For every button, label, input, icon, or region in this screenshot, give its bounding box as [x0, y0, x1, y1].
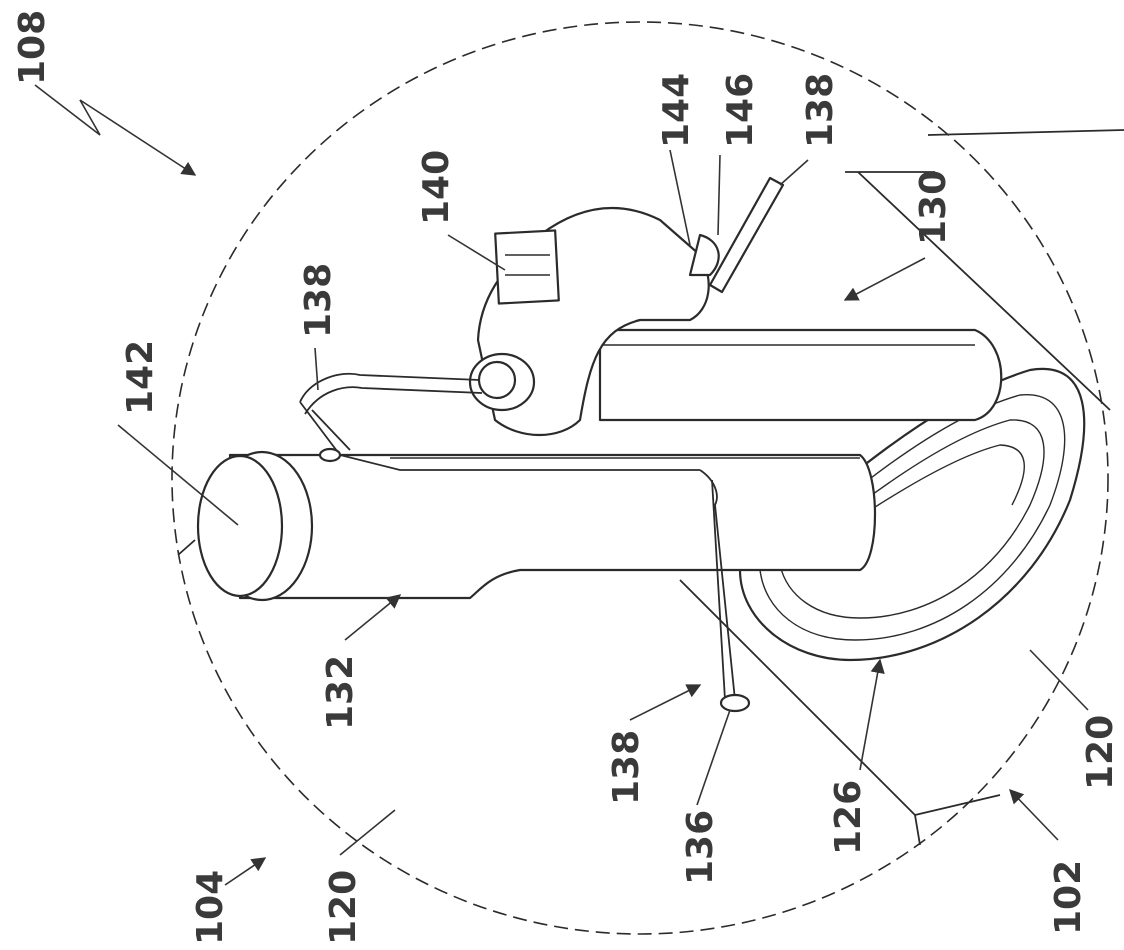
- end-cap: [196, 450, 314, 602]
- detail-boundary-circle: [171, 21, 1109, 935]
- label-104: 104: [190, 870, 231, 945]
- label-102: 102: [1048, 860, 1089, 935]
- label-126: 126: [828, 780, 869, 855]
- base-flange: [738, 367, 1086, 662]
- label-146: 146: [720, 73, 761, 148]
- label-130: 130: [913, 170, 954, 245]
- fitting-plate: [468, 206, 720, 436]
- label-142: 142: [120, 340, 161, 415]
- label-138-mid: 138: [298, 263, 339, 338]
- label-132: 132: [320, 655, 361, 730]
- pipes: [299, 176, 785, 713]
- label-144: 144: [656, 73, 697, 148]
- label-120-right: 120: [1080, 715, 1121, 790]
- label-136: 136: [680, 810, 721, 885]
- label-138-low: 138: [606, 730, 647, 805]
- label-138-top: 138: [800, 73, 841, 148]
- label-108: 108: [12, 10, 53, 85]
- reference-numerals: 108 144 146 138 140 130 138 142 132 138 …: [12, 10, 1121, 945]
- inner-cylinder: [598, 328, 1003, 422]
- tube-body: [228, 453, 877, 600]
- mounting-surface-lines: [177, 129, 1124, 846]
- label-140: 140: [416, 150, 457, 225]
- leader-lines: [34, 84, 1089, 886]
- label-120-left: 120: [323, 870, 364, 945]
